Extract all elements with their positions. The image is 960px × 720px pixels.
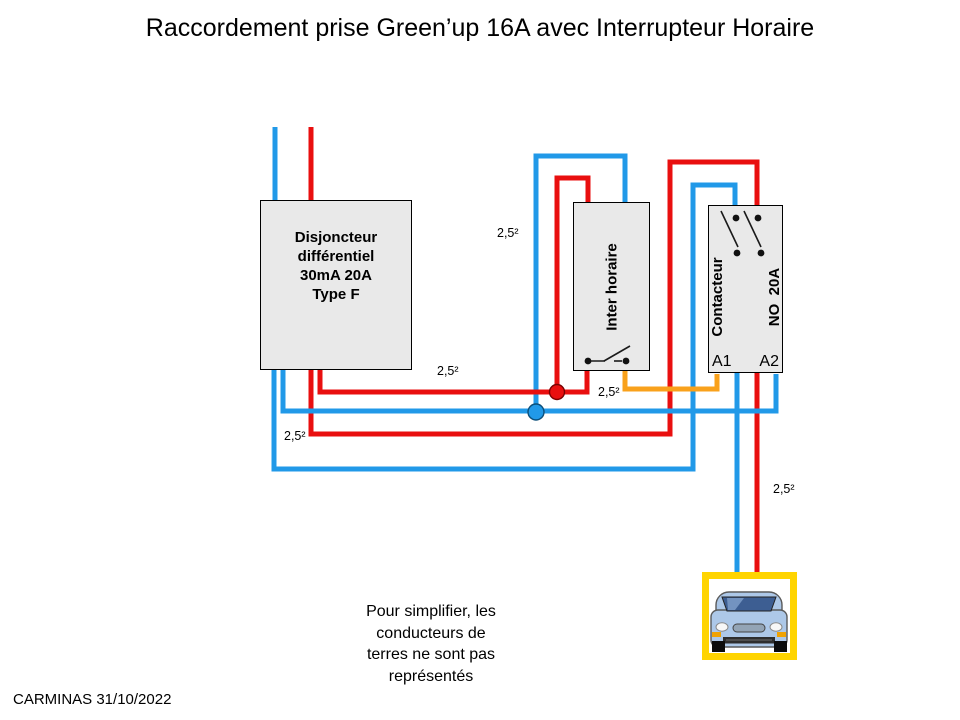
wire-gauge-label-coil-feed: 2,5² <box>598 385 620 399</box>
phase-junction-dot <box>548 383 566 401</box>
wire-gauge-label-breaker-left: 2,5² <box>284 429 306 443</box>
breaker-label-line2: différentiel <box>297 248 375 265</box>
contactor-rating: NO 20A <box>765 268 783 327</box>
breaker-label: Disjoncteur différentiel 30mA 20A Type F <box>261 201 411 304</box>
contactor-name: Contacteur <box>708 257 726 337</box>
diagram-title: Raccordement prise Green’up 16A avec Int… <box>145 14 815 42</box>
neutral-junction-dot <box>527 403 545 421</box>
simplification-note: Pour simplifier, les conducteurs de terr… <box>366 603 496 685</box>
wire-neutral-breaker-to-a2 <box>280 370 779 414</box>
wire-gauge-label-timer-risers: 2,5² <box>497 226 519 240</box>
contactor-box: Contacteur NO 20A A1 A2 <box>708 205 783 373</box>
terminal-a1-label: A1 <box>712 353 732 370</box>
car-socket-frame <box>702 572 797 660</box>
contactor-label: Contacteur NO 20A <box>670 258 822 337</box>
breaker-box: Disjoncteur différentiel 30mA 20A Type F <box>260 200 412 370</box>
breaker-label-line4: Type F <box>312 286 360 303</box>
wire-gauge-label-breaker-right: 2,5² <box>437 364 459 378</box>
terminal-a2-label: A2 <box>759 353 779 370</box>
wire-gauge-label-car-feed: 2,5² <box>773 482 795 496</box>
author-date: CARMINAS 31/10/2022 <box>13 691 172 708</box>
breaker-label-line1: Disjoncteur <box>294 229 378 246</box>
timer-label: Inter horaire <box>603 242 620 331</box>
wire-switched-timer-to-a1 <box>622 369 720 392</box>
breaker-label-line3: 30mA 20A <box>300 267 372 284</box>
timer-box: Inter horaire <box>573 202 650 371</box>
